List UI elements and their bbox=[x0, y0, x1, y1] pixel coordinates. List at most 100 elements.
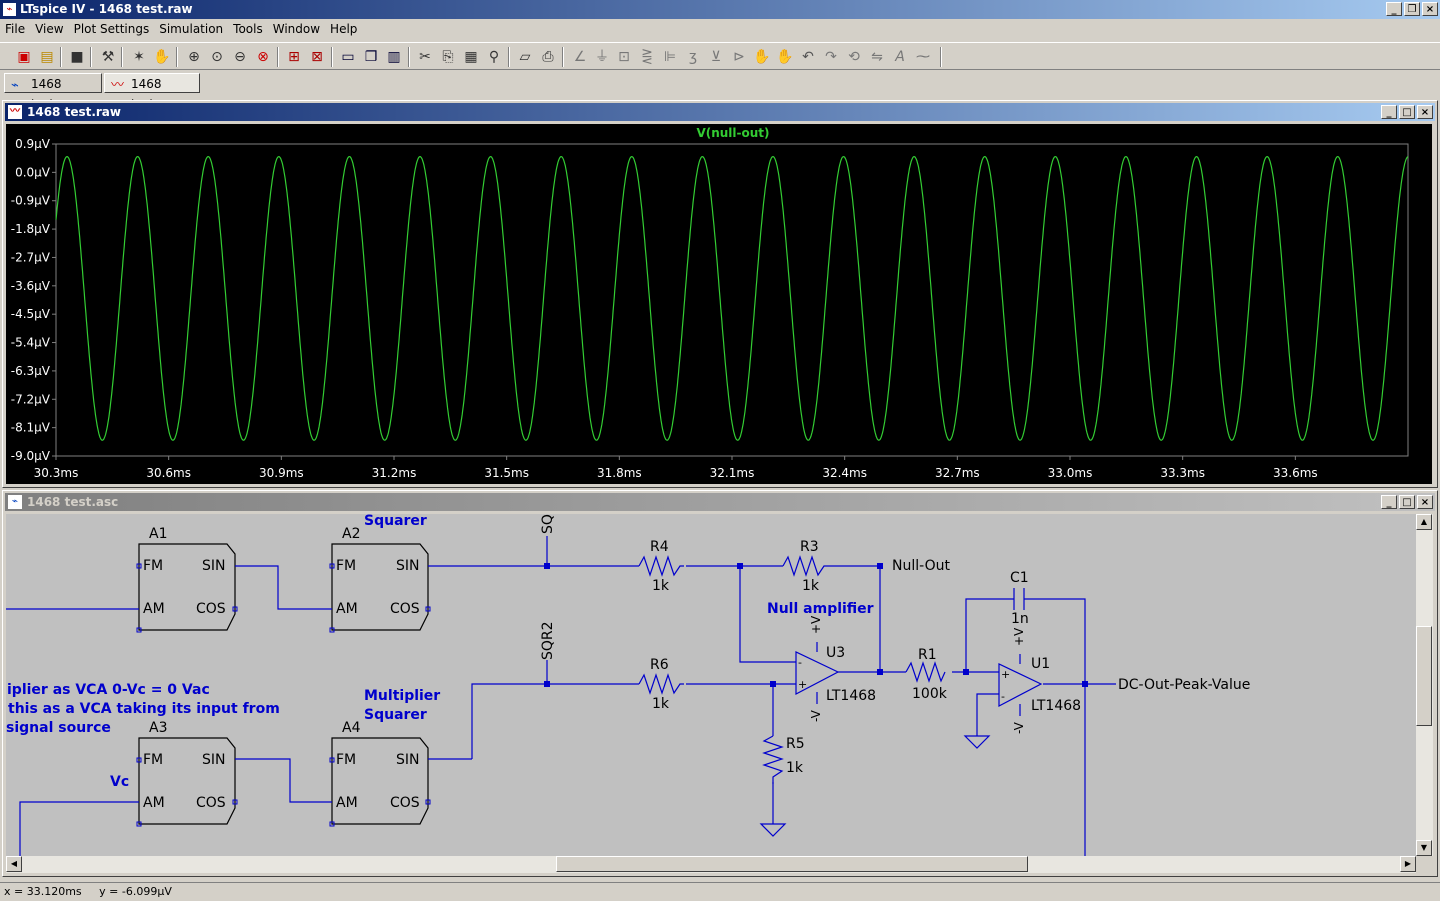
r3-ref[interactable]: R3 bbox=[800, 539, 819, 555]
y-tick-label[interactable]: -6.3µV bbox=[11, 364, 51, 378]
zoom-in-icon[interactable]: ⊕ bbox=[188, 49, 200, 65]
rotate-icon[interactable]: ⟲ bbox=[848, 49, 860, 65]
x-tick-label[interactable]: 33.0ms bbox=[1048, 466, 1093, 480]
mirror-icon[interactable]: ⇋ bbox=[871, 49, 883, 65]
waveform-chart[interactable]: V(null-out) 0.9µV0.0µV-0.9µV-1.8µV-2.7µV… bbox=[6, 124, 1432, 484]
menu-tools[interactable]: Tools bbox=[233, 22, 263, 36]
x-tick-label[interactable]: 30.9ms bbox=[259, 466, 304, 480]
r1-value[interactable]: 100k bbox=[912, 686, 948, 702]
r5-ref[interactable]: R5 bbox=[786, 736, 805, 752]
save-icon[interactable]: ■ bbox=[70, 49, 84, 65]
print-preview-icon[interactable]: ▱ bbox=[519, 49, 531, 65]
y-tick-label[interactable]: -9.0µV bbox=[11, 449, 51, 463]
scroll-left-icon[interactable]: ◀ bbox=[6, 856, 22, 872]
run-icon[interactable]: ✶ bbox=[133, 49, 145, 65]
autorange-icon[interactable]: ⊞ bbox=[288, 49, 300, 65]
new-schematic-icon[interactable]: ▣ bbox=[17, 49, 31, 65]
y-tick-label[interactable]: -1.8µV bbox=[11, 222, 51, 236]
r1-ref[interactable]: R1 bbox=[918, 647, 937, 663]
move-icon[interactable]: ✋ bbox=[753, 49, 771, 65]
undo-icon[interactable]: ↶ bbox=[802, 49, 814, 65]
tile-vertical-icon[interactable]: ▥ bbox=[387, 49, 401, 65]
menu-file[interactable]: File bbox=[5, 22, 26, 36]
y-tick-label[interactable]: -0.9µV bbox=[11, 194, 51, 208]
zoom-out-icon[interactable]: ⊖ bbox=[234, 49, 246, 65]
menu-window[interactable]: Window bbox=[272, 22, 321, 36]
c1-ref[interactable]: C1 bbox=[1010, 570, 1029, 586]
x-tick-label[interactable]: 31.8ms bbox=[597, 466, 642, 480]
comment-vca-1[interactable]: iplier as VCA 0-Vc = 0 Vac bbox=[7, 682, 210, 698]
resistor-icon[interactable]: ⋛ bbox=[641, 49, 653, 65]
a1-ref[interactable]: A1 bbox=[149, 526, 167, 542]
net-vc[interactable]: Vc bbox=[110, 774, 129, 790]
schematic-maximize-button[interactable]: □ bbox=[1399, 495, 1415, 509]
diode-icon[interactable]: ⊻ bbox=[710, 49, 722, 65]
schematic-close-button[interactable]: × bbox=[1417, 495, 1433, 509]
comment-squarer-top[interactable]: Squarer bbox=[364, 514, 427, 529]
net-dc-out[interactable]: DC-Out-Peak-Value bbox=[1118, 677, 1250, 693]
inductor-icon[interactable]: ʒ bbox=[688, 49, 698, 65]
net-sq[interactable]: SQ bbox=[540, 514, 556, 534]
component-icon[interactable]: ⊳ bbox=[733, 49, 745, 65]
schematic-drawing[interactable]: A1 FM SIN AM COS A2 FM SIN AM COS A3 FM … bbox=[6, 514, 1416, 856]
pan-icon[interactable]: ⊙ bbox=[211, 49, 223, 65]
horizontal-scroll-thumb[interactable] bbox=[556, 856, 1028, 872]
r4-ref[interactable]: R4 bbox=[650, 539, 669, 555]
c1-value[interactable]: 1n bbox=[1011, 611, 1029, 627]
close-button[interactable]: × bbox=[1422, 2, 1438, 16]
menu-plot-settings[interactable]: Plot Settings bbox=[73, 22, 150, 36]
scroll-down-icon[interactable]: ▼ bbox=[1416, 840, 1432, 856]
u1-model[interactable]: LT1468 bbox=[1031, 698, 1081, 714]
y-tick-label[interactable]: 0.0µV bbox=[15, 165, 51, 179]
zoom-fit-icon[interactable]: ⊗ bbox=[257, 49, 269, 65]
open-icon[interactable]: ▤ bbox=[40, 49, 54, 65]
print-icon[interactable]: ⎙ bbox=[542, 49, 554, 65]
u3-model[interactable]: LT1468 bbox=[826, 688, 876, 704]
x-tick-label[interactable]: 32.1ms bbox=[710, 466, 755, 480]
scroll-right-icon[interactable]: ▶ bbox=[1400, 856, 1416, 872]
y-tick-label[interactable]: -7.2µV bbox=[11, 392, 51, 406]
tile-horizontal-icon[interactable]: ▭ bbox=[341, 49, 355, 65]
r6-ref[interactable]: R6 bbox=[650, 657, 669, 673]
scroll-up-icon[interactable]: ▲ bbox=[1416, 514, 1432, 530]
y-tick-label[interactable]: -3.6µV bbox=[11, 279, 51, 293]
label-net-icon[interactable]: ⊡ bbox=[618, 49, 630, 65]
menu-view[interactable]: View bbox=[35, 22, 64, 36]
a4-ref[interactable]: A4 bbox=[342, 720, 361, 736]
y-tick-label[interactable]: -5.4µV bbox=[11, 336, 51, 350]
menu-simulation[interactable]: Simulation bbox=[159, 22, 224, 36]
plot-minimize-button[interactable]: _ bbox=[1381, 105, 1397, 119]
capacitor-icon[interactable]: ⊫ bbox=[663, 49, 677, 65]
x-tick-label[interactable]: 30.3ms bbox=[34, 466, 79, 480]
net-sqr2[interactable]: SQR2 bbox=[540, 621, 556, 660]
schematic-minimize-button[interactable]: _ bbox=[1381, 495, 1397, 509]
comment-vca-3[interactable]: signal source bbox=[6, 720, 111, 736]
y-tick-label[interactable]: -8.1µV bbox=[11, 421, 51, 435]
comment-squarer-bottom[interactable]: Squarer bbox=[364, 707, 427, 723]
redo-icon[interactable]: ↷ bbox=[825, 49, 837, 65]
comment-null-amp[interactable]: Null amplifier bbox=[767, 601, 874, 617]
x-tick-label[interactable]: 30.6ms bbox=[146, 466, 191, 480]
ground-icon[interactable]: ⏚ bbox=[595, 49, 609, 65]
spice-directive-icon[interactable]: ⁓ bbox=[916, 49, 930, 65]
paste-icon[interactable]: ▦ bbox=[464, 49, 478, 65]
net-null-out[interactable]: Null-Out bbox=[892, 558, 950, 574]
vertical-scroll-thumb[interactable] bbox=[1416, 626, 1432, 726]
a2-ref[interactable]: A2 bbox=[342, 526, 360, 542]
r6-value[interactable]: 1k bbox=[652, 696, 670, 712]
schematic-canvas[interactable]: A1 FM SIN AM COS A2 FM SIN AM COS A3 FM … bbox=[6, 514, 1416, 856]
x-tick-label[interactable]: 31.5ms bbox=[484, 466, 529, 480]
copy-icon[interactable]: ⎘ bbox=[442, 49, 454, 65]
find-icon[interactable]: ⚲ bbox=[488, 49, 500, 65]
cascade-icon[interactable]: ❐ bbox=[364, 49, 378, 65]
x-tick-label[interactable]: 32.4ms bbox=[822, 466, 867, 480]
control-panel-icon[interactable]: ⚒ bbox=[101, 49, 115, 65]
x-tick-label[interactable]: 33.3ms bbox=[1160, 466, 1205, 480]
menu-help[interactable]: Help bbox=[330, 22, 358, 36]
restore-button[interactable]: ❐ bbox=[1404, 2, 1420, 16]
comment-multiplier[interactable]: Multiplier bbox=[364, 688, 440, 704]
tab-schematic[interactable]: ⌁ 1468 test.asc bbox=[4, 73, 102, 111]
trace-title[interactable]: V(null-out) bbox=[696, 126, 769, 140]
y-tick-label[interactable]: 0.9µV bbox=[15, 137, 51, 151]
